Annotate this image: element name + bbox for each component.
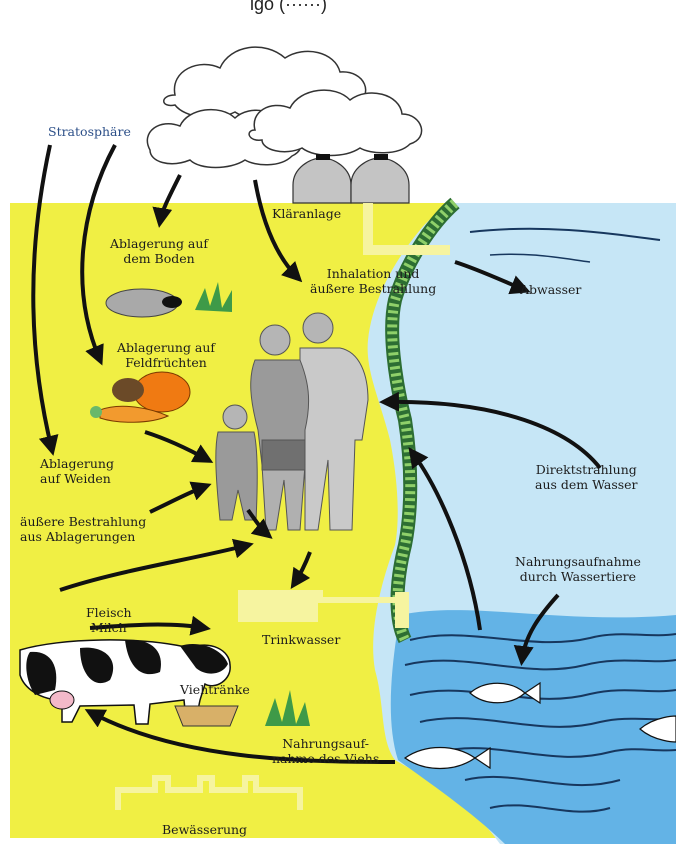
drinking-water-tank <box>238 590 318 622</box>
label-cattle-trough: Viehtränke <box>180 682 250 697</box>
label-irrigation: Bewässerung <box>162 822 247 837</box>
label-direct-radiation: Direktstrahlung aus dem Wasser <box>535 462 638 492</box>
label-meat-milk: Fleisch Milch <box>86 605 132 635</box>
rock-hole <box>162 296 182 308</box>
label-drinking-water: Trinkwasser <box>262 632 340 647</box>
drinking-water-intake <box>395 592 409 628</box>
sewage-plant <box>293 154 409 203</box>
header-title-fragment: igo (······) <box>250 0 327 15</box>
label-ground-deposition: Ablagerung auf dem Boden <box>110 236 208 266</box>
label-pasture-deposition: Ablagerung auf Weiden <box>40 456 114 486</box>
label-stratosphere: Stratosphäre <box>48 124 131 139</box>
label-wastewater: Abwasser <box>520 282 581 297</box>
label-crop-deposition: Ablagerung auf Feldfrüchten <box>117 340 215 370</box>
clouds <box>147 47 421 167</box>
trough <box>175 706 238 726</box>
label-sewage-plant: Kläranlage <box>272 206 341 221</box>
label-inhalation: Inhalation und äußere Bestrahlung <box>310 266 436 296</box>
label-cattle-food: Nahrungsauf- nahme des Viehs <box>272 736 379 766</box>
label-external-radiation: äußere Bestrahlung aus Ablagerungen <box>20 514 146 544</box>
label-aquatic-food: Nahrungsaufnahme durch Wassertiere <box>515 554 641 584</box>
